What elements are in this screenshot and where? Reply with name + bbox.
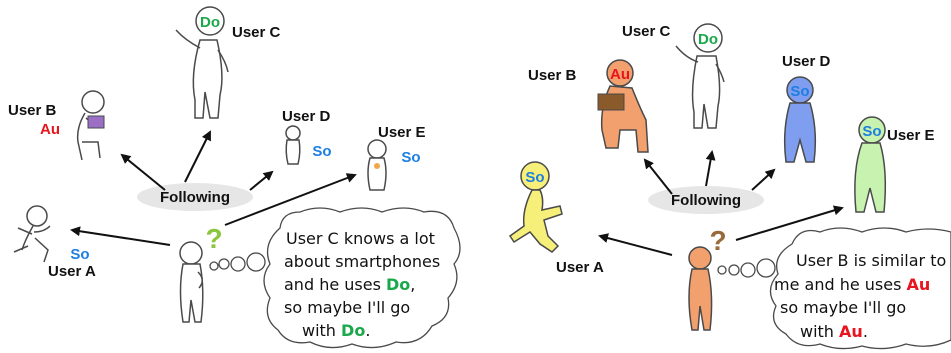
right-user-c-choice: Do — [698, 31, 718, 48]
right-panel: Following Do User C Au User B — [508, 23, 951, 350]
left-user-b-book — [87, 115, 105, 129]
right-arrow-user-b — [643, 158, 673, 195]
right-user-d-choice: So — [790, 83, 809, 100]
right-following-ellipse — [648, 186, 764, 214]
left-user-b-name: User B — [8, 102, 57, 119]
left-user-a-name: User A — [48, 263, 96, 280]
left-thought-line-4: so maybe I'll go — [284, 298, 410, 317]
right-arrow-user-a — [598, 233, 673, 256]
left-following-ellipse — [137, 183, 253, 211]
left-question-mark: ? — [205, 223, 222, 254]
left-arrow-user-d — [249, 170, 274, 191]
right-user-d-figure — [783, 76, 817, 163]
left-thought-bubble — [209, 207, 461, 349]
left-thought-line-2: about smartphones — [284, 252, 440, 271]
left-thinking-user-figure — [179, 241, 204, 323]
left-user-d-name: User D — [282, 108, 331, 125]
right-user-a-figure — [508, 161, 563, 253]
right-question-mark: ? — [709, 225, 726, 256]
left-user-e-figure — [367, 139, 387, 191]
left-user-e-choice: So — [401, 149, 420, 166]
right-arrow-user-e — [735, 205, 844, 241]
right-thought-line-1: User B is similar to — [796, 251, 946, 270]
left-user-a-choice: So — [70, 246, 89, 263]
left-user-c-name: User C — [232, 24, 281, 41]
right-thought-line-3: so maybe I'll go — [780, 298, 906, 317]
left-user-b-choice: Au — [40, 121, 60, 138]
left-user-c-figure — [175, 6, 229, 119]
right-user-a-choice: So — [525, 169, 544, 186]
right-arrow-user-d — [751, 168, 776, 191]
right-arrows — [598, 150, 844, 256]
left-user-e-name: User E — [378, 124, 426, 141]
right-user-b-name: User B — [528, 67, 577, 84]
left-user-c-head — [195, 6, 225, 36]
left-user-e-hands — [374, 163, 380, 169]
left-thought-line-5: with Do. — [302, 321, 370, 340]
right-following-label: Following — [671, 192, 741, 209]
right-thought-line-2: me and he uses Au — [774, 275, 930, 294]
left-user-d-choice: So — [312, 143, 331, 160]
left-arrow-user-e — [224, 173, 357, 226]
right-user-e-figure — [854, 116, 887, 213]
right-user-c-head — [693, 23, 723, 53]
right-user-c-figure — [675, 23, 725, 129]
right-user-b-book — [597, 93, 625, 111]
right-thought-line-4: with Au. — [800, 322, 868, 341]
right-user-d-name: User D — [782, 53, 831, 70]
left-user-a-figure — [13, 205, 51, 263]
right-user-e-choice: So — [862, 123, 881, 140]
left-thought-line-1: User C knows a lot — [286, 229, 435, 248]
left-arrow-user-a — [70, 226, 171, 246]
left-arrow-user-b — [120, 153, 166, 191]
right-user-a-name: User A — [556, 259, 604, 276]
right-thought-bubble — [717, 227, 951, 350]
left-panel: Following Do User C User B Au — [8, 6, 461, 349]
left-arrow-user-c — [184, 130, 211, 183]
left-arrows — [70, 130, 357, 246]
left-user-c-choice: Do — [200, 14, 220, 31]
left-thought-line-3: and he uses Do, — [284, 275, 415, 294]
right-user-c-name: User C — [622, 23, 671, 40]
left-following-label: Following — [160, 189, 230, 206]
right-user-e-name: User E — [887, 127, 935, 144]
right-thinking-user-figure — [688, 246, 713, 331]
right-user-b-choice: Au — [610, 66, 630, 83]
left-user-d-figure — [285, 125, 301, 165]
right-arrow-user-c — [705, 150, 716, 187]
